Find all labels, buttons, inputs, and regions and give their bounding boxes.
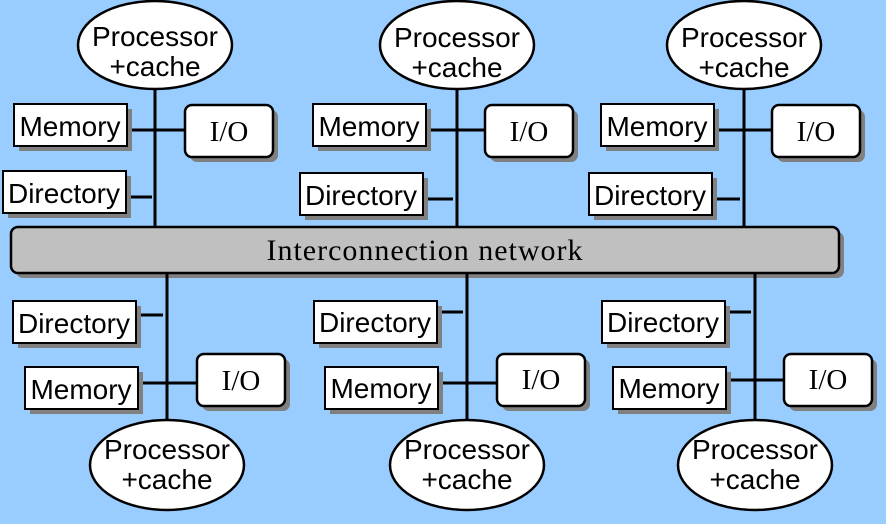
directory-label: Directory (8, 178, 120, 209)
processor-cache-node (378, 0, 536, 91)
io-label: I/O (797, 116, 836, 148)
processor-cache-node (388, 418, 546, 512)
memory-label: Memory (618, 373, 719, 404)
cache-label: +cache (698, 52, 789, 83)
directory-box (601, 300, 726, 344)
memory-label: Memory (606, 111, 707, 142)
directory-box (12, 300, 137, 344)
processor-cache-node (76, 0, 234, 91)
io-box (183, 103, 275, 159)
processor-label: Processor (692, 434, 818, 465)
directory-label: Directory (18, 308, 130, 339)
node-bottom-middle: Directory Memory I/O Processor +cache (313, 273, 590, 512)
processor-label: Processor (404, 434, 530, 465)
memory-label: Memory (318, 111, 419, 142)
memory-box (612, 366, 727, 410)
interconnection-network: Interconnection network (9, 225, 844, 278)
directory-label: Directory (594, 180, 706, 211)
io-label: I/O (210, 116, 249, 148)
cache-label: +cache (121, 464, 212, 495)
io-label: I/O (222, 365, 261, 397)
node-top-left: Processor +cache Memory I/O Directory (2, 0, 278, 227)
io-box (782, 352, 874, 408)
network-bar (9, 225, 841, 275)
node-bottom-left: Directory Memory I/O Processor +cache (12, 273, 290, 512)
node-top-right: Processor +cache Memory I/O Directory (588, 0, 865, 227)
directory-box (588, 172, 713, 216)
processor-label: Processor (104, 434, 230, 465)
memory-label: Memory (30, 374, 131, 405)
memory-label: Memory (19, 111, 120, 142)
io-label: I/O (522, 364, 561, 396)
directory-box (2, 170, 127, 214)
directory-box (299, 172, 424, 216)
directory-label: Directory (305, 180, 417, 211)
processor-cache-node (676, 418, 834, 512)
memory-box (600, 103, 715, 147)
io-box (770, 103, 862, 159)
io-box (483, 103, 575, 159)
memory-box (324, 366, 439, 410)
memory-box (13, 103, 128, 147)
network-label: Interconnection network (266, 234, 583, 267)
io-box (195, 352, 287, 408)
memory-label: Memory (330, 373, 431, 404)
cache-label: +cache (411, 52, 502, 83)
directory-label: Directory (607, 307, 719, 338)
cache-label: +cache (109, 51, 200, 82)
memory-box (312, 103, 427, 147)
io-label: I/O (809, 364, 848, 396)
processor-label: Processor (92, 21, 218, 52)
processor-label: Processor (681, 22, 807, 53)
directory-box (313, 300, 438, 344)
cache-label: +cache (421, 464, 512, 495)
processor-cache-node (665, 0, 823, 91)
cache-label: +cache (709, 464, 800, 495)
io-label: I/O (510, 116, 549, 148)
directory-label: Directory (319, 307, 431, 338)
memory-box (24, 366, 139, 410)
io-box (495, 352, 587, 408)
node-top-middle: Processor +cache Memory I/O Directory (299, 0, 578, 227)
processor-label: Processor (394, 22, 520, 53)
processor-cache-node (88, 418, 246, 512)
node-bottom-right: Directory Memory I/O Processor +cache (601, 273, 877, 512)
